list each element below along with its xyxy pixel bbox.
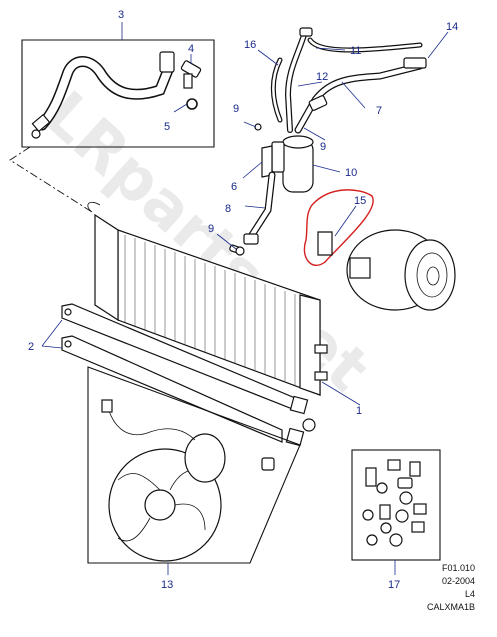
- frame-fan-kit: [87, 366, 301, 564]
- callout-8: 8: [225, 203, 231, 215]
- fixings-part: [362, 459, 427, 547]
- reference-date: 02-2004: [441, 576, 475, 586]
- callout-9-upper: 9: [233, 103, 239, 115]
- callout-4: 4: [188, 43, 194, 55]
- leader-lines: [41, 22, 449, 575]
- frame-hose-kit: [21, 39, 215, 148]
- o-ring-part: [186, 98, 198, 110]
- condenser-part: [87, 201, 328, 396]
- callout-1: 1: [356, 405, 362, 417]
- reference-code: F01.010: [441, 563, 475, 573]
- reference-id: CALXMA1B: [426, 602, 475, 612]
- reference-block: F01.010 02-2004 L4 CALXMA1B: [427, 562, 475, 614]
- callout-9-middle: 9: [320, 141, 326, 153]
- callout-10: 10: [345, 167, 357, 179]
- callout-11: 11: [350, 45, 361, 57]
- callout-13: 13: [161, 579, 173, 591]
- callout-12: 12: [316, 71, 328, 83]
- callout-7: 7: [376, 105, 382, 117]
- ac-pipes: [235, 27, 427, 256]
- callout-9-lower: 9: [208, 223, 214, 235]
- callout-5: 5: [164, 121, 170, 133]
- callout-2: 2: [28, 341, 34, 353]
- dash-dot-line: [9, 146, 93, 213]
- highlight-outline: [303, 189, 374, 267]
- receiver-drier-part: [271, 135, 314, 193]
- compressor-part: [317, 229, 456, 311]
- compressor-bracket: [317, 231, 333, 256]
- service-valve-part: [180, 60, 202, 89]
- frame-fixings-kit: [351, 449, 441, 561]
- suction-hose: [31, 51, 175, 139]
- callout-3: 3: [118, 9, 124, 21]
- callout-14: 14: [446, 21, 458, 33]
- callout-6: 6: [231, 181, 237, 193]
- callout-17: 17: [388, 579, 400, 591]
- cooling-fan-part: [101, 399, 226, 562]
- callout-15: 15: [354, 195, 366, 207]
- callout-16: 16: [244, 39, 256, 51]
- reference-variant: L4: [464, 589, 475, 599]
